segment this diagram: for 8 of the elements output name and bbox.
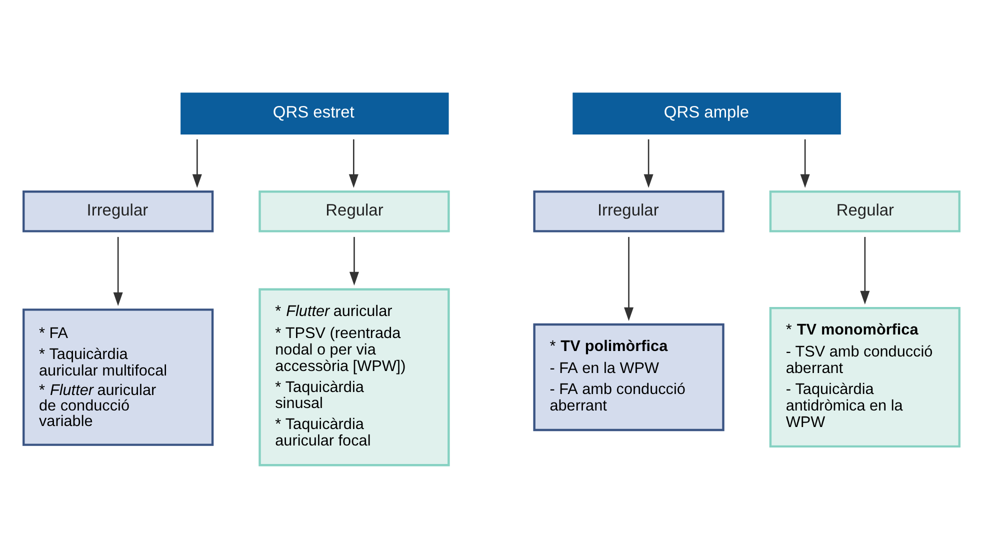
arrow	[112, 236, 122, 306]
arrow	[643, 138, 653, 188]
arrow	[624, 236, 634, 320]
arrow	[348, 138, 358, 188]
arrow	[348, 236, 358, 286]
arrow	[800, 138, 810, 188]
arrow	[192, 138, 202, 188]
arrow	[860, 236, 870, 304]
